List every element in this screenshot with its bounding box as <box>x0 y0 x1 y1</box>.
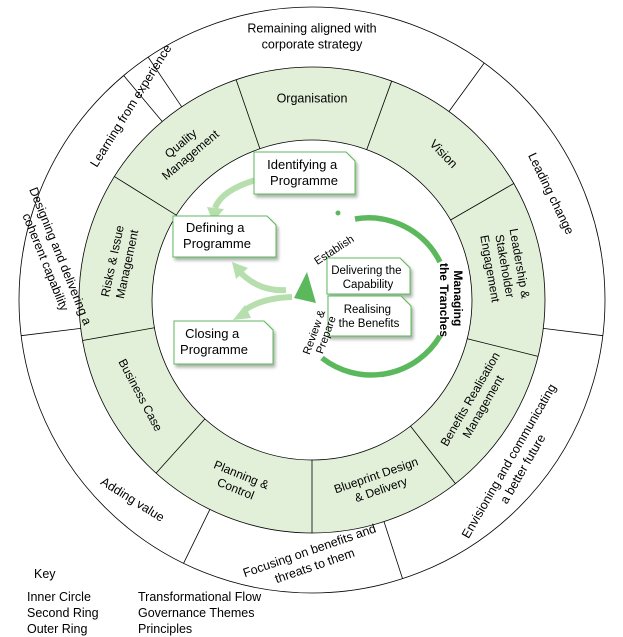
flow-arrowhead-identify <box>207 207 224 222</box>
delivering-capability-box <box>326 257 411 295</box>
defining-programme-box <box>172 215 277 258</box>
realising-benefits-label: Realising the Benefits <box>339 304 400 330</box>
theme-divider-1 <box>366 80 393 150</box>
tranche-cycle-arrowhead <box>294 272 316 303</box>
principle-dividers <box>21 56 603 579</box>
key-meaning-flow: Transformational Flow <box>138 590 262 604</box>
principle-divider-0 <box>147 56 183 108</box>
flow-arrowhead-define <box>232 262 248 279</box>
identifying-programme-label: Identifying a Programme <box>267 157 341 188</box>
defining-programme-label: Defining a Programme <box>183 220 251 251</box>
identifying-programme-box <box>253 151 356 195</box>
theme-dividers <box>82 79 539 533</box>
principle-divider-2 <box>543 327 603 337</box>
tranche-cycle-dot <box>335 210 341 216</box>
key-ring-inner: Inner Circle <box>27 590 91 604</box>
realising-benefits-box <box>327 295 412 337</box>
theme-divider-7 <box>82 327 155 341</box>
principle-divider-4 <box>183 509 211 564</box>
theme-divider-4 <box>410 425 456 484</box>
theme-divider-0 <box>235 79 261 149</box>
closing-programme-label: Closing a Programme <box>180 326 248 357</box>
key-rings: Inner Circle Second Ring Outer Ring <box>27 589 99 637</box>
flow-arrow-manage-to-close <box>243 294 293 313</box>
theme-label-0: Organisation <box>277 91 348 105</box>
principle-divider-5 <box>21 327 81 337</box>
theme-label-2: Leadership &StakeholderEngagement <box>477 227 533 304</box>
closing-programme-box <box>173 320 274 365</box>
key-meaning-principles: Principles <box>138 622 193 636</box>
tranche-cycle-arc-upper <box>354 215 443 264</box>
managing-tranches-label: Managing the Tranches <box>437 263 465 337</box>
delivering-capability-label: Delivering the Capability <box>331 265 405 291</box>
key-meaning-themes: Governance Themes <box>138 606 255 620</box>
principle-divider-1 <box>448 62 485 112</box>
principle-divider-6 <box>123 75 163 122</box>
key-ring-second: Second Ring <box>27 606 99 620</box>
flow-arrow-identify-to-define <box>212 177 257 210</box>
theme-divider-3 <box>467 338 539 357</box>
theme-divider-8 <box>114 176 177 216</box>
key-meanings: Transformational Flow Governance Themes … <box>138 589 261 637</box>
key-title: Key <box>34 567 56 581</box>
flow-arrowhead-close <box>233 305 251 320</box>
theme-divider-6 <box>155 418 206 474</box>
theme-divider-2 <box>450 183 514 221</box>
key-ring-outer: Outer Ring <box>27 622 88 636</box>
tranche-cycle-arc-lower <box>320 334 443 378</box>
principle-divider-3 <box>383 521 403 579</box>
